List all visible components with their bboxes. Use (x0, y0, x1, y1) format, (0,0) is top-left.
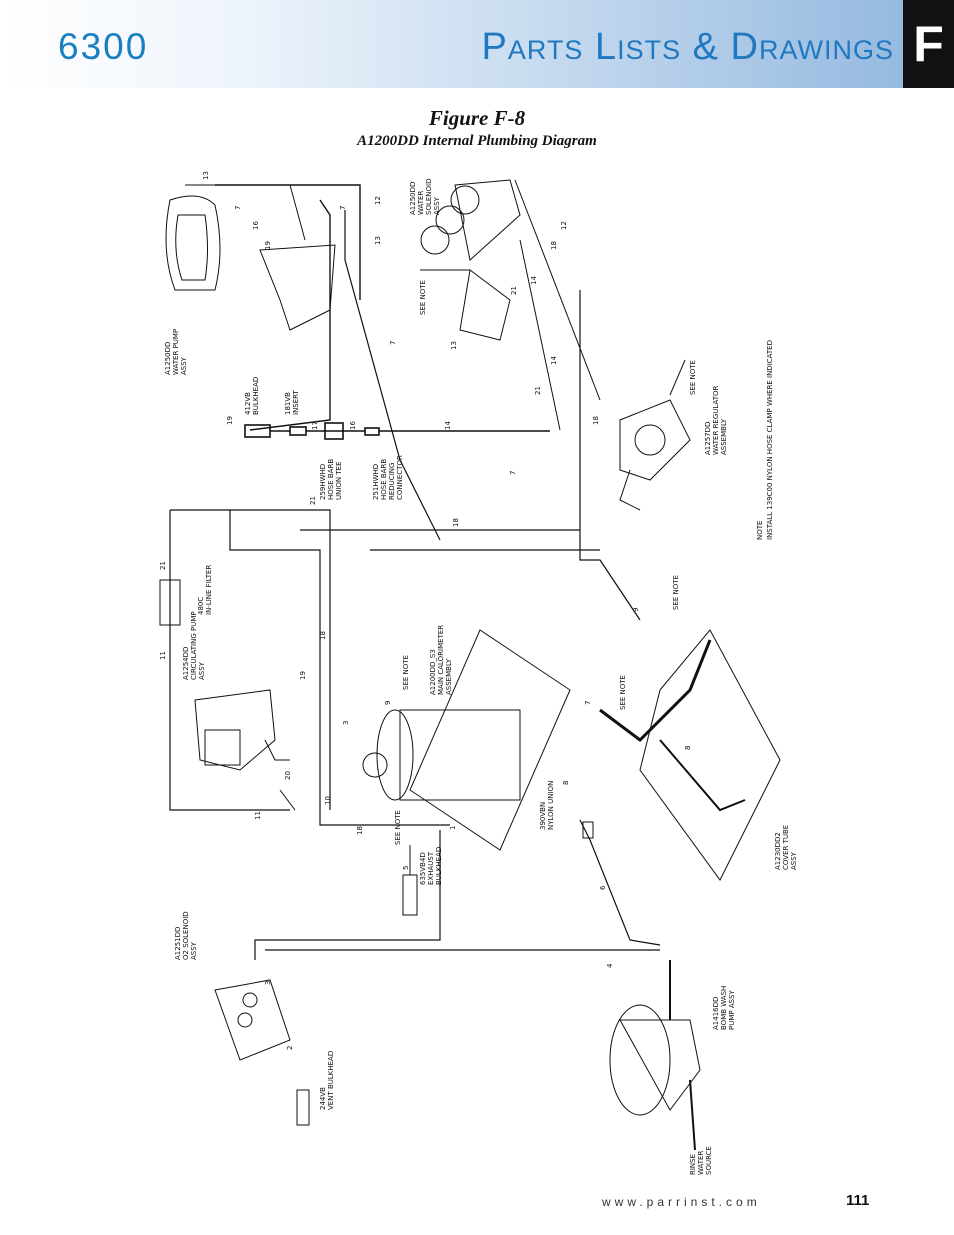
svg-text:16: 16 (252, 221, 260, 230)
svg-text:20: 20 (284, 771, 292, 780)
svg-text:480CIN-LINE FILTER: 480CIN-LINE FILTER (197, 565, 213, 615)
svg-text:21: 21 (309, 496, 317, 505)
svg-text:7: 7 (234, 206, 242, 210)
svg-text:13: 13 (374, 236, 382, 245)
svg-text:12: 12 (560, 221, 568, 230)
svg-text:635VB4DEXHAUSTBULKHEAD: 635VB4DEXHAUSTBULKHEAD (419, 847, 443, 885)
o2-solenoid-component (214, 830, 660, 1126)
svg-text:A1230DD2COVER TUBEASSY: A1230DD2COVER TUBEASSY (774, 825, 798, 870)
svg-text:18: 18 (592, 416, 600, 425)
svg-text:17: 17 (311, 421, 319, 430)
svg-text:13: 13 (450, 341, 458, 350)
section-title: Parts Lists & Drawings (481, 26, 894, 68)
water-pump-component (165, 184, 336, 331)
svg-text:7: 7 (509, 471, 517, 475)
svg-text:18: 18 (550, 241, 558, 250)
bomb-wash-component (609, 960, 701, 1151)
svg-text:A1251DDO2 SOLENOIDASSY: A1251DDO2 SOLENOIDASSY (174, 911, 198, 960)
hose-callouts: 13 7 16 19 7 12 13 7 13 21 14 18 12 14 2… (159, 171, 692, 1050)
svg-text:21: 21 (534, 386, 542, 395)
inline-filter-component (159, 579, 181, 650)
svg-text:21: 21 (159, 561, 167, 570)
svg-text:RINSEWATERSOURCE: RINSEWATERSOURCE (689, 1146, 713, 1175)
svg-text:8: 8 (684, 746, 692, 750)
svg-text:SEE NOTE: SEE NOTE (394, 810, 402, 845)
svg-text:9: 9 (632, 608, 640, 612)
svg-text:3: 3 (342, 721, 350, 725)
svg-text:12: 12 (374, 196, 382, 205)
svg-text:6: 6 (599, 885, 607, 890)
svg-text:181VBINSERT: 181VBINSERT (284, 389, 300, 415)
svg-text:SEE NOTE: SEE NOTE (402, 655, 410, 690)
svg-text:14: 14 (550, 356, 558, 365)
svg-text:16: 16 (349, 421, 357, 430)
calorimeter-component (362, 629, 571, 851)
svg-text:A1200DD_S3MAIN CALORIMETERASSE: A1200DD_S3MAIN CALORIMETERASSEMBLY (429, 625, 453, 695)
svg-text:3: 3 (264, 981, 272, 985)
svg-text:11: 11 (254, 811, 262, 820)
svg-text:19: 19 (226, 416, 234, 425)
svg-text:13: 13 (202, 171, 210, 180)
model-number: 6300 (58, 26, 149, 67)
section-tab: F (903, 0, 954, 88)
svg-text:A1254DDCIRCULATING PUMPASSY: A1254DDCIRCULATING PUMPASSY (182, 611, 206, 680)
svg-text:SEE NOTE: SEE NOTE (419, 280, 427, 315)
page-number: 111 (846, 1192, 870, 1209)
svg-text:19: 19 (264, 241, 272, 250)
svg-text:412VBBULKHEAD: 412VBBULKHEAD (244, 377, 260, 415)
svg-text:18: 18 (356, 826, 364, 835)
svg-text:7: 7 (389, 341, 397, 345)
cover-tube-plate (599, 629, 781, 881)
svg-text:7: 7 (584, 701, 592, 705)
circulating-pump-component (194, 689, 296, 811)
plumbing-diagram: A1250DDWATER PUMPASSY 412VBBULKHEAD 181V… (159, 171, 798, 1175)
svg-text:14: 14 (444, 421, 452, 430)
union-tee-row (244, 422, 550, 440)
svg-text:244VBVENT BULKHEAD: 244VBVENT BULKHEAD (319, 1051, 335, 1110)
svg-text:18: 18 (319, 631, 327, 640)
figure-title: Figure F-8 (428, 106, 526, 130)
part-labels: A1250DDWATER PUMPASSY 412VBBULKHEAD 181V… (164, 179, 798, 1175)
svg-text:18: 18 (452, 518, 460, 527)
exhaust-bulkhead-component (402, 845, 418, 916)
svg-text:2: 2 (286, 1046, 294, 1050)
svg-text:SEE NOTE: SEE NOTE (672, 575, 680, 610)
footer-url: www.parrinst.com (602, 1195, 761, 1209)
svg-text:14: 14 (530, 276, 538, 285)
svg-text:390VBNNYLON UNION: 390VBNNYLON UNION (539, 781, 555, 830)
svg-text:21: 21 (510, 286, 518, 295)
svg-text:SEE NOTE: SEE NOTE (689, 360, 697, 395)
svg-text:SEE NOTE: SEE NOTE (619, 675, 627, 710)
svg-text:A1250DDWATER PUMPASSY: A1250DDWATER PUMPASSY (164, 329, 188, 375)
svg-text:9: 9 (384, 701, 392, 705)
svg-text:251HWHDHOSE BARBREDUCINGCONNEC: 251HWHDHOSE BARBREDUCINGCONNECTOR (372, 455, 404, 500)
svg-text:A1257DDWATER REGULATORASSEMBLY: A1257DDWATER REGULATORASSEMBLY (704, 386, 728, 455)
svg-text:A1250DDWATERSOLENOIDASSY: A1250DDWATERSOLENOIDASSY (409, 179, 441, 215)
water-solenoid-component (420, 179, 601, 431)
svg-text:7: 7 (339, 206, 347, 210)
svg-text:8: 8 (562, 781, 570, 785)
water-regulator-component (619, 359, 691, 511)
svg-text:5: 5 (402, 866, 410, 870)
figure-subtitle: A1200DD Internal Plumbing Diagram (357, 133, 597, 149)
svg-text:10: 10 (324, 796, 332, 805)
svg-text:259HWHDHOSE BARBUNION TEE: 259HWHDHOSE BARBUNION TEE (319, 459, 343, 500)
svg-text:19: 19 (299, 671, 307, 680)
svg-text:4: 4 (606, 963, 614, 968)
svg-text:11: 11 (159, 651, 167, 660)
svg-text:A1416DDBOMB WASHPUMP ASSY: A1416DDBOMB WASHPUMP ASSY (712, 986, 736, 1030)
page-header: 6300 Parts Lists & Drawings F (0, 0, 954, 88)
svg-text:1: 1 (449, 826, 457, 830)
